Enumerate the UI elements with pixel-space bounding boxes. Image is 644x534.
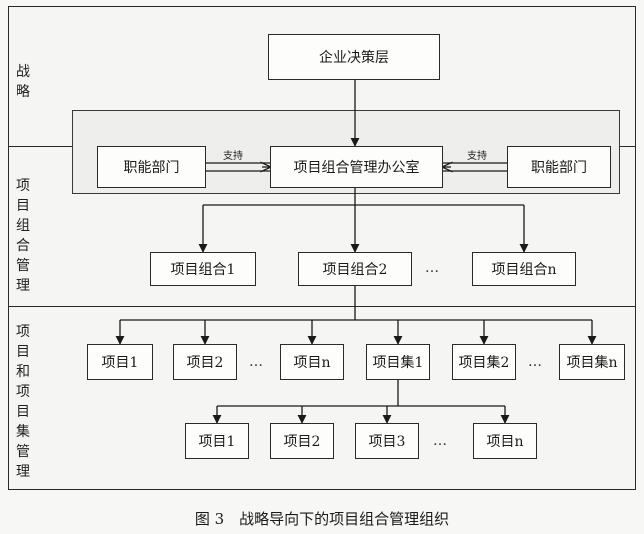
support-label-left: 支持: [223, 151, 243, 162]
project-2-box: 项目2: [173, 344, 237, 380]
diagram-frame: [8, 6, 636, 490]
program-n-box: 项目集n: [559, 344, 625, 380]
program-2-box: 项目集2: [452, 344, 516, 380]
sub-project-2-box: 项目2: [270, 423, 334, 459]
portfolio-n-box: 项目组合n: [472, 252, 576, 286]
project-ellipsis: …: [249, 354, 264, 370]
sub-project-3-box: 项目3: [355, 423, 419, 459]
section-label-portfolio: 项目组合管理: [16, 178, 30, 294]
figure-caption: 图 3 战略导向下的项目组合管理组织: [194, 510, 450, 528]
section-label-program: 项目和项目集管理: [16, 324, 30, 480]
portfolio-ellipsis: …: [425, 260, 440, 276]
section-divider-portfolio: [8, 306, 636, 307]
sub-project-ellipsis: …: [433, 433, 448, 449]
functional-dept-left-box: 职能部门: [97, 146, 206, 188]
support-label-right: 支持: [467, 151, 487, 162]
sub-project-n-box: 项目n: [473, 423, 537, 459]
program-ellipsis: …: [528, 354, 543, 370]
section-label-strategy: 战略: [16, 64, 30, 100]
sub-project-1-box: 项目1: [185, 423, 249, 459]
project-1-box: 项目1: [87, 344, 153, 380]
pmo-box: 项目组合管理办公室: [270, 146, 443, 188]
project-n-box: 项目n: [280, 344, 344, 380]
portfolio-1-box: 项目组合1: [150, 252, 256, 286]
executive-box: 企业决策层: [268, 34, 440, 80]
portfolio-2-box: 项目组合2: [298, 252, 412, 286]
program-1-box: 项目集1: [366, 344, 430, 380]
functional-dept-right-box: 职能部门: [507, 146, 611, 188]
